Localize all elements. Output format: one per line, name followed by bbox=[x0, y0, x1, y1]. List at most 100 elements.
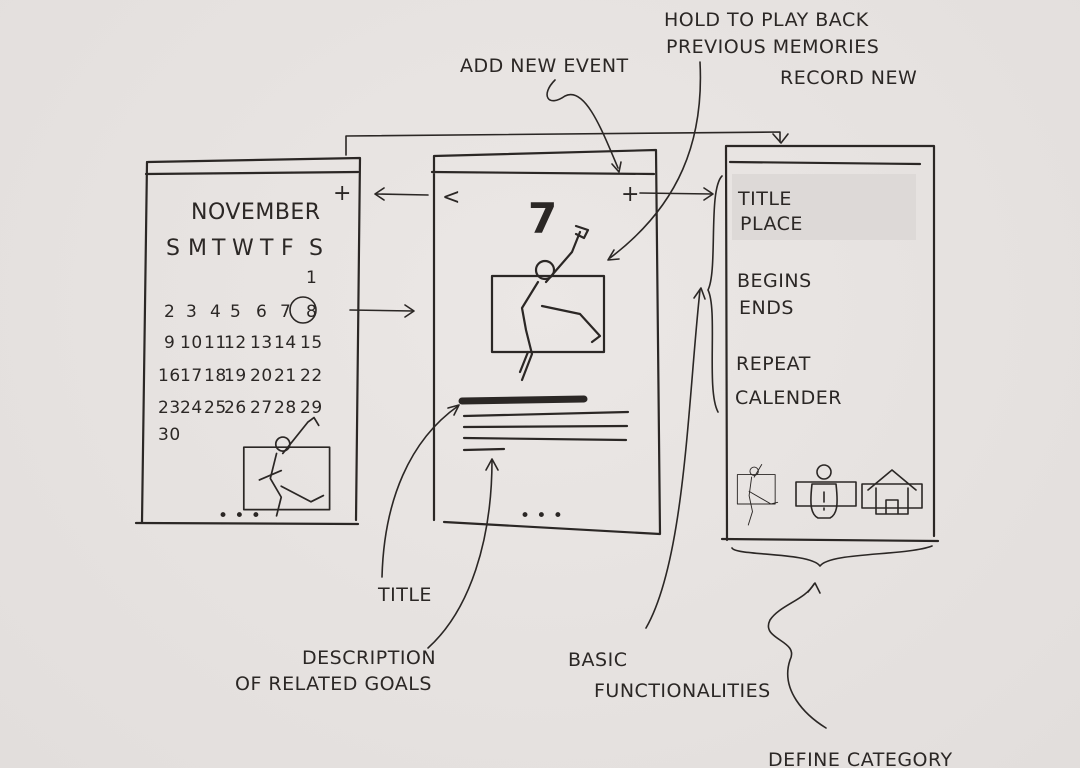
selected-day-circle bbox=[289, 296, 317, 324]
category-person-card bbox=[795, 481, 857, 507]
calendar-day[interactable]: 6 bbox=[256, 302, 267, 322]
calendar-day-selected[interactable]: 7 bbox=[280, 302, 291, 322]
calendar-day[interactable]: 19 bbox=[224, 366, 247, 386]
category-person-head bbox=[816, 464, 832, 480]
arrowhead-add-new-event bbox=[611, 161, 622, 173]
weekday-label: S bbox=[166, 236, 180, 261]
weekday-label: T bbox=[259, 236, 274, 261]
form-screen: TITLE PLACE BEGINS ENDS REPEAT CALENDER bbox=[720, 144, 940, 543]
form-screen-frame bbox=[720, 144, 940, 543]
arrowhead-day bbox=[404, 304, 415, 318]
annotation-define-category: DEFINE CATEGORY bbox=[768, 749, 953, 768]
calendar-day[interactable]: 16 bbox=[158, 366, 181, 386]
bracket-basic-functionalities bbox=[707, 175, 723, 413]
annotation-basic-line2: FUNCTIONALITIES bbox=[594, 680, 771, 702]
category-home-icon[interactable] bbox=[861, 469, 923, 515]
calendar-day[interactable]: 4 bbox=[210, 302, 221, 322]
calendar-day[interactable]: 1 bbox=[306, 268, 317, 288]
arrowhead-description bbox=[485, 458, 499, 471]
calendar-day[interactable]: 13 bbox=[250, 333, 273, 353]
weekday-label: T bbox=[211, 236, 226, 261]
form-field-begins[interactable]: BEGINS bbox=[737, 270, 812, 292]
form-field-title[interactable]: TITLE bbox=[737, 188, 792, 210]
category-climber-body bbox=[747, 464, 779, 526]
category-home-card bbox=[861, 483, 923, 509]
calendar-day[interactable]: 27 bbox=[250, 398, 273, 418]
annotation-description-line1: DESCRIPTION bbox=[302, 647, 436, 669]
category-climbing-wall bbox=[736, 474, 776, 505]
calendar-day[interactable]: 8 bbox=[306, 302, 317, 322]
climber-head-small bbox=[274, 436, 291, 452]
arrowhead-title bbox=[447, 404, 460, 416]
event-title-bar bbox=[458, 395, 588, 405]
calendar-day[interactable]: 11 bbox=[204, 333, 227, 353]
calendar-day[interactable]: 30 bbox=[158, 425, 181, 445]
calendar-day[interactable]: 28 bbox=[274, 398, 297, 418]
rock-wall-small bbox=[242, 446, 331, 511]
calendar-day[interactable]: 14 bbox=[274, 333, 297, 353]
annotation-basic-line1: BASIC bbox=[568, 649, 627, 671]
calendar-day[interactable]: 29 bbox=[300, 398, 323, 418]
calendar-day[interactable]: 9 bbox=[164, 333, 175, 353]
weekday-label: S bbox=[309, 236, 323, 261]
calendar-day[interactable]: 23 bbox=[158, 398, 181, 418]
rock-wall bbox=[490, 274, 606, 354]
annotation-title: TITLE bbox=[377, 584, 432, 606]
form-field-place[interactable]: PLACE bbox=[740, 213, 803, 235]
calendar-day[interactable]: 5 bbox=[230, 302, 241, 322]
arrow-description bbox=[427, 459, 493, 649]
annotation-hold-play-line1: HOLD TO PLAY BACK bbox=[664, 9, 869, 31]
form-field-ends[interactable]: ENDS bbox=[739, 297, 794, 319]
annotation-description-line2: OF RELATED GOALS bbox=[235, 673, 432, 695]
form-field-repeat[interactable]: REPEAT bbox=[736, 353, 811, 375]
calendar-page-dots: • • • bbox=[218, 506, 261, 526]
calendar-add-button[interactable]: + bbox=[333, 181, 352, 206]
event-page-dots: • • • bbox=[520, 506, 563, 526]
calendar-day[interactable]: 26 bbox=[224, 398, 247, 418]
calendar-day[interactable]: 18 bbox=[204, 366, 227, 386]
event-day-number: 7 bbox=[528, 194, 558, 243]
annotation-record-new: RECORD NEW bbox=[780, 67, 917, 89]
calendar-day[interactable]: 3 bbox=[186, 302, 197, 322]
climber-head bbox=[534, 259, 556, 281]
calendar-day[interactable]: 20 bbox=[250, 366, 273, 386]
category-person-body bbox=[810, 483, 838, 519]
category-climber-head bbox=[749, 466, 759, 476]
event-screen: < + 7 • • • bbox=[430, 148, 662, 536]
weekday-label: M bbox=[188, 236, 207, 261]
arrow-title bbox=[381, 405, 459, 578]
event-add-button[interactable]: + bbox=[621, 182, 640, 207]
event-description-lines bbox=[462, 410, 630, 452]
arrowhead-hold-play bbox=[607, 249, 620, 261]
title-place-highlight bbox=[732, 174, 916, 240]
calendar-day[interactable]: 21 bbox=[274, 366, 297, 386]
arrowhead-top bbox=[772, 133, 789, 144]
calendar-day[interactable]: 2 bbox=[164, 302, 175, 322]
calendar-screen-frame bbox=[134, 156, 362, 526]
calendar-day[interactable]: 17 bbox=[180, 366, 203, 386]
calendar-day[interactable]: 24 bbox=[180, 398, 203, 418]
month-title: NOVEMBER bbox=[191, 200, 321, 225]
climber-body bbox=[518, 224, 602, 382]
calendar-day[interactable]: 25 bbox=[204, 398, 227, 418]
weekday-label: F bbox=[281, 236, 294, 261]
climber-body-small bbox=[258, 416, 325, 517]
arrow-hold-play bbox=[609, 61, 702, 259]
calendar-day[interactable]: 12 bbox=[224, 333, 247, 353]
event-back-button[interactable]: < bbox=[442, 185, 461, 210]
category-home-house bbox=[867, 469, 917, 515]
calendar-day[interactable]: 10 bbox=[180, 333, 203, 353]
calendar-day[interactable]: 22 bbox=[300, 366, 323, 386]
category-person-icon[interactable] bbox=[795, 464, 857, 519]
event-screen-frame bbox=[430, 148, 662, 536]
calendar-day[interactable]: 15 bbox=[300, 333, 323, 353]
arrow-add-new-event bbox=[546, 79, 619, 169]
category-climbing-icon[interactable] bbox=[736, 464, 779, 526]
connector-top bbox=[345, 131, 781, 156]
arrowhead-define-category bbox=[807, 582, 821, 594]
arrow-basic bbox=[645, 289, 701, 629]
form-field-calendar[interactable]: CALENDER bbox=[735, 387, 842, 409]
climber-illustration-small bbox=[242, 416, 331, 517]
